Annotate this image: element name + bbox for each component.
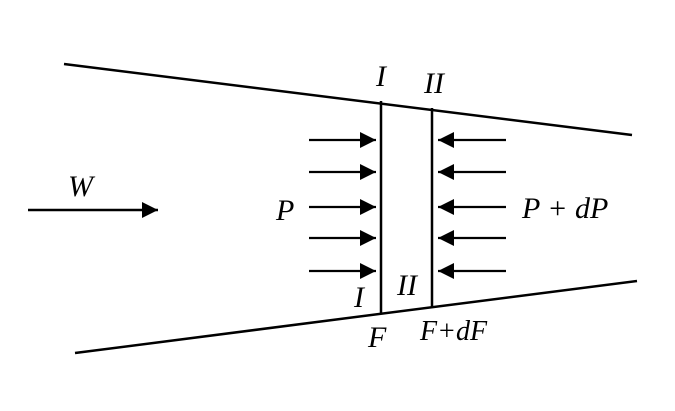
upper-wall bbox=[63, 62, 633, 137]
section-label-bottom-left: I bbox=[353, 281, 366, 314]
lower-wall bbox=[74, 279, 638, 355]
area-label-left: F bbox=[367, 321, 387, 354]
pressure-label-left: P bbox=[275, 194, 294, 227]
section-label-top-left: I bbox=[375, 60, 388, 93]
pressure-label-right: P + dP bbox=[521, 192, 608, 225]
section-label-bottom-right: II bbox=[396, 269, 419, 302]
left-pressure-arrows bbox=[309, 132, 376, 279]
area-label-right: F+dF bbox=[419, 316, 488, 347]
flow-label: W bbox=[68, 170, 96, 203]
section-label-top-right: II bbox=[423, 67, 446, 100]
right-pressure-arrows bbox=[438, 132, 506, 279]
